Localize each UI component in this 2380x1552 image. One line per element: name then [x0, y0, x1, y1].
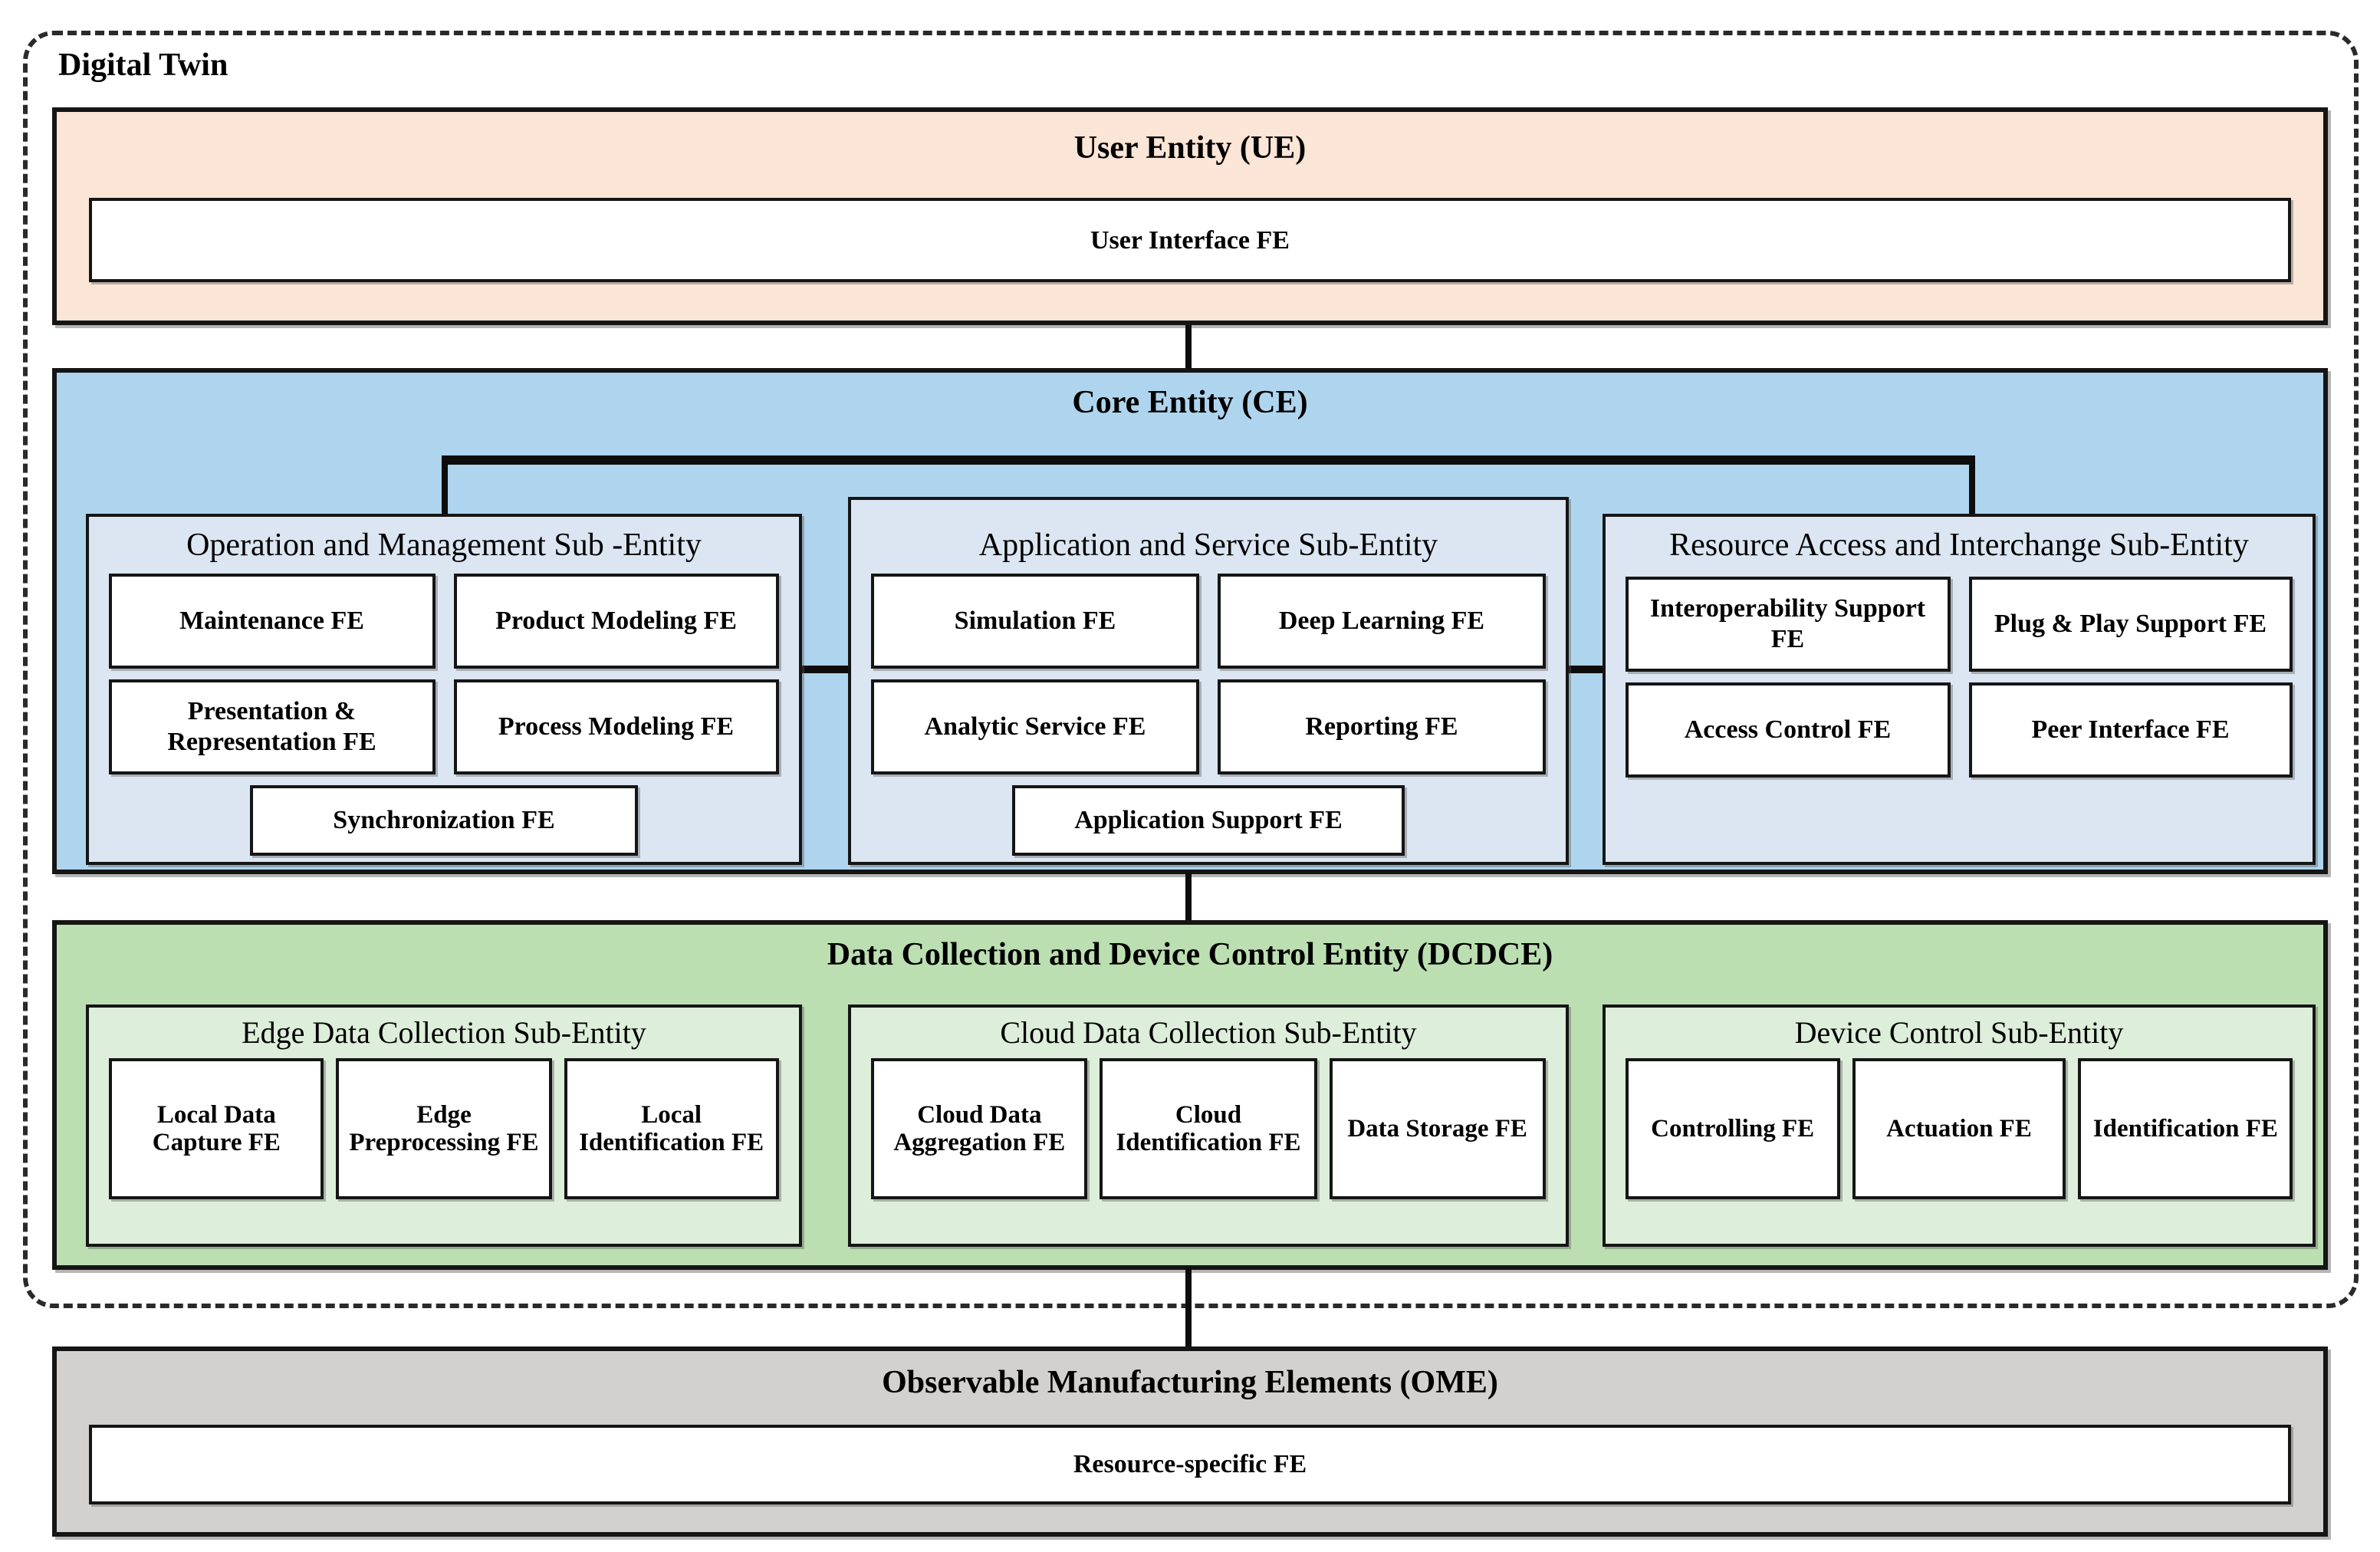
sub-edge-data-collection-grid: Local Data Capture FE Edge Preprocessing…: [109, 1058, 779, 1200]
fe-actuation: Actuation FE: [1852, 1058, 2066, 1200]
fe-simulation: Simulation FE: [871, 573, 1199, 669]
ce-bracket-drop-left: [442, 462, 448, 515]
sub-operation-management-title: Operation and Management Sub -Entity: [186, 526, 702, 563]
fe-process-modeling: Process Modeling FE: [453, 679, 779, 774]
fe-user-interface: User Interface FE: [89, 198, 2291, 282]
connector-appservice-resourceaccess: [1566, 666, 1606, 673]
sub-edge-data-collection: Edge Data Collection Sub-Entity Local Da…: [86, 1005, 802, 1247]
sub-cloud-data-collection-grid: Cloud Data Aggregation FE Cloud Identifi…: [871, 1058, 1546, 1200]
fe-presentation-representation: Presentation & Representation FE: [109, 679, 435, 774]
core-entity: Core Entity (CE) Operation and Managemen…: [52, 368, 2328, 874]
connector-opmgmt-appservice: [799, 666, 851, 673]
sub-resource-access-interchange-title: Resource Access and Interchange Sub-Enti…: [1669, 526, 2249, 563]
sub-resource-access-interchange-grid: Interoperability Support FE Plug & Play …: [1626, 576, 2293, 778]
connector-dcdce-ome: [1185, 1268, 1192, 1348]
fe-resource-specific: Resource-specific FE: [89, 1425, 2291, 1504]
fe-edge-preprocessing: Edge Preprocessing FE: [336, 1058, 552, 1200]
sub-application-service: Application and Service Sub-Entity Simul…: [848, 497, 1569, 865]
sub-operation-management: Operation and Management Sub -Entity Mai…: [86, 514, 802, 865]
ome-title: Observable Manufacturing Elements (OME): [882, 1363, 1498, 1400]
sub-application-service-grid: Simulation FE Deep Learning FE Analytic …: [871, 573, 1546, 774]
fe-data-storage: Data Storage FE: [1329, 1058, 1546, 1200]
sub-operation-management-grid: Maintenance FE Product Modeling FE Prese…: [109, 573, 779, 774]
sub-resource-access-interchange: Resource Access and Interchange Sub-Enti…: [1603, 514, 2316, 865]
fe-local-data-capture: Local Data Capture FE: [109, 1058, 324, 1200]
sub-cloud-data-collection: Cloud Data Collection Sub-Entity Cloud D…: [848, 1005, 1569, 1247]
fe-interoperability-support: Interoperability Support FE: [1626, 576, 1950, 672]
user-entity: User Entity (UE) User Interface FE: [52, 107, 2328, 325]
digital-twin-label: Digital Twin: [58, 46, 228, 83]
connector-ue-ce: [1185, 325, 1192, 370]
fe-analytic-service: Analytic Service FE: [871, 679, 1199, 774]
fe-reporting: Reporting FE: [1218, 679, 1546, 774]
observable-manufacturing-elements: Observable Manufacturing Elements (OME) …: [52, 1346, 2328, 1537]
fe-identification: Identification FE: [2078, 1058, 2293, 1200]
sub-device-control-grid: Controlling FE Actuation FE Identificati…: [1626, 1058, 2293, 1200]
fe-product-modeling: Product Modeling FE: [453, 573, 779, 669]
fe-deep-learning: Deep Learning FE: [1218, 573, 1546, 669]
sub-cloud-data-collection-title: Cloud Data Collection Sub-Entity: [1000, 1017, 1417, 1051]
fe-maintenance: Maintenance FE: [109, 573, 435, 669]
fe-application-support: Application Support FE: [1012, 784, 1405, 856]
core-entity-title: Core Entity (CE): [1072, 383, 1308, 420]
data-collection-device-control-entity: Data Collection and Device Control Entit…: [52, 920, 2328, 1270]
dcdce-title: Data Collection and Device Control Entit…: [827, 935, 1553, 972]
fe-peer-interface: Peer Interface FE: [1968, 682, 2293, 778]
ce-bracket-line: [442, 455, 1975, 465]
sub-application-service-title: Application and Service Sub-Entity: [978, 526, 1438, 563]
fe-plug-play-support: Plug & Play Support FE: [1968, 576, 2293, 672]
connector-ce-dcdce: [1185, 873, 1192, 922]
ce-bracket-drop-right: [1969, 462, 1975, 515]
fe-synchronization: Synchronization FE: [249, 784, 639, 856]
fe-controlling: Controlling FE: [1626, 1058, 1840, 1200]
user-entity-title: User Entity (UE): [1073, 129, 1307, 166]
sub-edge-data-collection-title: Edge Data Collection Sub-Entity: [242, 1017, 646, 1051]
fe-access-control: Access Control FE: [1626, 682, 1950, 778]
fe-local-identification: Local Identification FE: [564, 1058, 779, 1200]
fe-cloud-identification: Cloud Identification FE: [1100, 1058, 1317, 1200]
fe-cloud-data-aggregation: Cloud Data Aggregation FE: [871, 1058, 1088, 1200]
sub-device-control-title: Device Control Sub-Entity: [1794, 1017, 2124, 1051]
sub-device-control: Device Control Sub-Entity Controlling FE…: [1603, 1005, 2316, 1247]
